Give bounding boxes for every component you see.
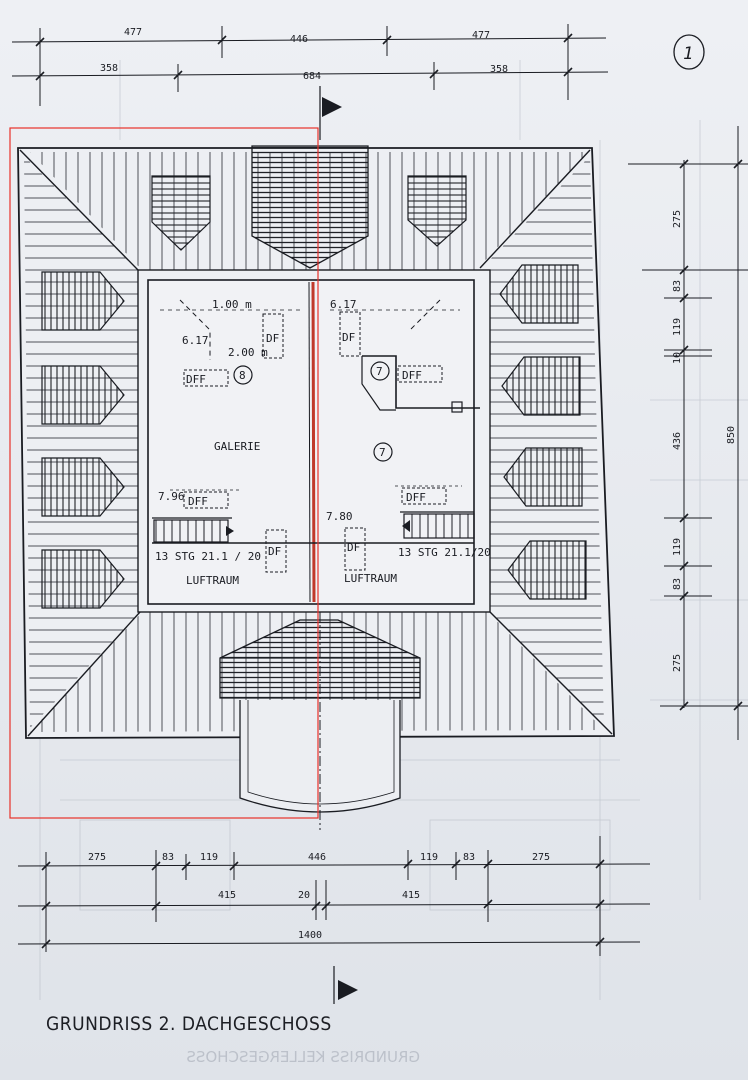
left-df-top: DF xyxy=(266,332,279,345)
page-title: GRUNDRISS 2. DACHGESCHOSS xyxy=(46,1013,332,1035)
right-df-top: DF xyxy=(342,331,355,344)
bleed-through-title: GRUNDRISS KELLERGESCHOSS xyxy=(186,1048,420,1066)
dim-bottom-7: 275 xyxy=(532,852,550,863)
dim-bottom-6: 83 xyxy=(463,852,475,863)
left-dim-depth: 2.00 m xyxy=(228,346,268,359)
right-level-top: 6.17 xyxy=(330,298,357,311)
right-dimensions xyxy=(628,126,748,740)
interior xyxy=(152,281,480,603)
dim-right-4: 10 xyxy=(672,352,683,364)
right-level-bottom: 7.80 xyxy=(326,510,353,523)
dim-bottom-8: 415 xyxy=(218,890,236,901)
room-7-center-circle xyxy=(373,442,393,462)
right-stair-label: 13 STG 21.1/20 xyxy=(398,546,491,559)
left-stair-label: 13 STG 21.1 / 20 xyxy=(155,550,261,563)
sheet-number-badge: 1 xyxy=(673,34,705,70)
room-8-number: 8 xyxy=(239,369,246,382)
entrance-bay xyxy=(219,612,421,830)
highlight-box xyxy=(9,127,319,819)
left-dff-bottom: DFF xyxy=(188,495,208,508)
room-7-top-number: 7 xyxy=(376,365,383,378)
dim-right-2: 83 xyxy=(672,280,683,292)
dormers-left xyxy=(41,271,125,609)
dim-bottom-5: 119 xyxy=(420,852,438,863)
dim-top-3: 477 xyxy=(472,30,490,41)
dim-bottom-9: 20 xyxy=(298,890,310,901)
dim-bottom-3: 119 xyxy=(200,852,218,863)
dim-bottom-10: 415 xyxy=(402,890,420,901)
dormers-right xyxy=(499,264,587,600)
stair-right xyxy=(402,513,475,539)
room-name-galerie: GALERIE xyxy=(214,440,260,453)
dim-right-3: 119 xyxy=(672,318,683,336)
dim-bottom-1: 275 xyxy=(88,852,106,863)
dim-bottom-total: 1400 xyxy=(298,930,322,941)
right-dff-top: DFF xyxy=(402,369,422,382)
left-dff-top: DFF xyxy=(186,373,206,386)
dim-bottom-4: 446 xyxy=(308,852,326,863)
dim-right-6: 119 xyxy=(672,538,683,556)
left-void-label: LUFTRAUM xyxy=(186,574,239,587)
room-7-top-circle xyxy=(370,361,390,381)
dim-right-1: 275 xyxy=(672,210,683,228)
dormer-top-right xyxy=(407,175,467,247)
room-8-circle xyxy=(233,365,253,385)
dormer-top-center xyxy=(251,145,369,269)
left-level-top: 6.17 xyxy=(182,334,209,347)
dim-bottom-2: 83 xyxy=(162,852,174,863)
dim-top-4: 358 xyxy=(100,63,118,74)
right-df-bottom: DF xyxy=(347,541,360,554)
right-dff-bottom: DFF xyxy=(406,491,426,504)
sheet-number: 1 xyxy=(683,44,693,64)
dim-top-1: 477 xyxy=(124,27,142,38)
bottom-dimension-ticks xyxy=(41,859,605,949)
roof-windows xyxy=(183,311,447,573)
dim-right-5: 436 xyxy=(672,432,683,450)
dormer-top-left xyxy=(151,175,211,251)
section-marker-bottom xyxy=(333,966,358,1004)
dim-top-2: 446 xyxy=(290,34,308,45)
left-dim-width: 1.00 m xyxy=(212,298,252,311)
stair-left xyxy=(153,519,234,543)
top-dimension-ticks xyxy=(35,33,573,81)
left-level-bottom: 7.96 xyxy=(158,490,185,503)
section-marker-top xyxy=(319,86,342,140)
right-dimension-ticks xyxy=(679,159,743,711)
room-7-center-number: 7 xyxy=(379,446,386,459)
dim-top-6: 358 xyxy=(490,64,508,75)
dim-right-8: 275 xyxy=(672,654,683,672)
dim-right-total: 850 xyxy=(726,426,737,444)
left-df-bottom: DF xyxy=(268,545,281,558)
dim-right-7: 83 xyxy=(672,578,683,590)
bottom-dimensions xyxy=(17,836,651,956)
dim-top-5: 684 xyxy=(303,71,321,82)
right-void-label: LUFTRAUM xyxy=(344,572,397,585)
